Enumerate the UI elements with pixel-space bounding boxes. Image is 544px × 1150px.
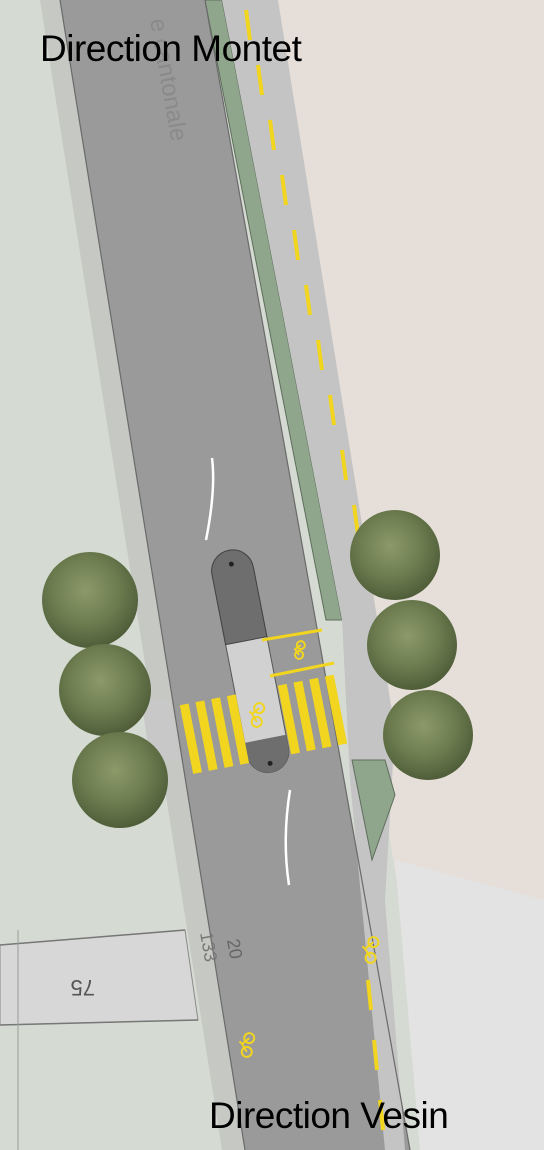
road-ref-label-1: 20 (223, 937, 246, 960)
centre-line-south (284, 789, 292, 886)
left-junction (0, 929, 199, 1026)
edge-line-left (59, 0, 246, 1150)
direction-label-top: Direction Montet (40, 28, 302, 69)
bicycle-icon (293, 640, 306, 660)
tree-icon (42, 552, 168, 828)
zebra-crossing-right (277, 674, 348, 755)
tree-icon (350, 510, 473, 780)
lower-verge (351, 759, 396, 862)
road-lane-dashes (366, 979, 385, 1131)
bicycle-icon (238, 1032, 256, 1058)
centre-line-north (204, 457, 215, 541)
bicycle-icon (361, 936, 380, 964)
parcel-number-label: 75 (71, 975, 95, 1000)
zebra-crossing-left (179, 694, 250, 774)
junction-line-2 (0, 1019, 199, 1026)
cycle-crossing-lines (261, 628, 335, 678)
field-right-lower (395, 860, 544, 1150)
junction-line-1 (0, 929, 186, 946)
left-footpath (40, 0, 250, 1150)
bicycle-icon (248, 702, 266, 728)
refuge-island (211, 549, 290, 774)
direction-label-bottom: Direction Vesin (209, 1095, 449, 1136)
left-spur (140, 690, 180, 760)
